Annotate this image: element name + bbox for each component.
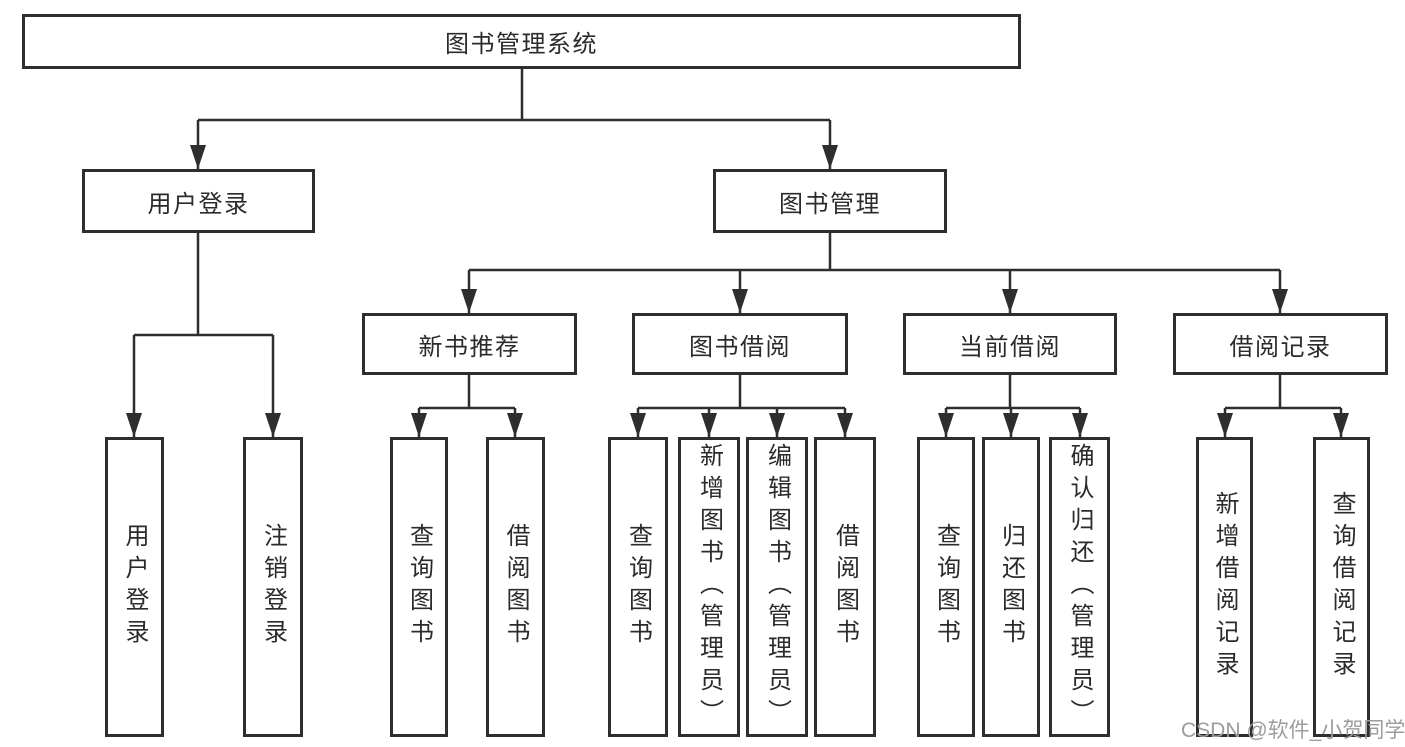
connector-book-borrowing-to-leaves <box>636 375 847 437</box>
node-new-book-recommend: 新书推荐 <box>362 313 577 375</box>
leaf-query-books-borrowing-label: 查询图书 <box>624 523 652 651</box>
node-borrowing-records-label: 借阅记录 <box>1229 333 1332 361</box>
leaf-query-borrow-record-label: 查询借阅记录 <box>1328 491 1355 683</box>
leaf-logout: 注销登录 <box>243 437 303 737</box>
leaf-query-books-current: 查询图书 <box>917 437 975 737</box>
leaf-add-borrow-record: 新增借阅记录 <box>1196 437 1253 737</box>
leaf-return-books-label: 归还图书 <box>997 523 1025 651</box>
leaf-add-books-admin: 新增图书（管理员） <box>678 437 740 737</box>
node-user-login: 用户登录 <box>82 169 315 233</box>
leaf-edit-books-admin-label: 编辑图书（管理员） <box>763 443 791 731</box>
node-root-label: 图书管理系统 <box>445 31 598 58</box>
leaf-user-login: 用户登录 <box>105 437 164 737</box>
leaf-borrow-books-label: 借阅图书 <box>831 523 859 651</box>
node-book-management: 图书管理 <box>713 169 947 233</box>
leaf-add-borrow-record-label: 新增借阅记录 <box>1211 491 1238 683</box>
leaf-query-books-recommend-label: 查询图书 <box>405 523 433 651</box>
leaf-confirm-return-admin: 确认归还（管理员） <box>1049 437 1110 737</box>
node-new-book-recommend-label: 新书推荐 <box>418 333 521 361</box>
leaf-return-books: 归还图书 <box>982 437 1040 737</box>
leaf-edit-books-admin: 编辑图书（管理员） <box>746 437 808 737</box>
node-book-management-label: 图书管理 <box>779 190 881 218</box>
leaf-query-books-borrowing: 查询图书 <box>608 437 668 737</box>
leaf-query-borrow-record: 查询借阅记录 <box>1313 437 1370 737</box>
node-borrowing-records: 借阅记录 <box>1173 313 1388 375</box>
leaf-user-login-label: 用户登录 <box>121 523 148 651</box>
connector-borrowing-records-to-leaves <box>1223 375 1343 437</box>
leaf-borrow-books-recommend-label: 借阅图书 <box>502 523 529 651</box>
arrowheads <box>126 145 1349 437</box>
node-current-borrowing-label: 当前借阅 <box>959 333 1061 361</box>
leaf-query-books-current-label: 查询图书 <box>932 523 960 651</box>
leaf-add-books-admin-label: 新增图书（管理员） <box>695 443 723 731</box>
connector-user-login-to-leaves <box>132 233 275 437</box>
connector-root-to-level2 <box>196 69 832 169</box>
node-book-borrowing: 图书借阅 <box>632 313 848 375</box>
watermark-text: CSDN @软件_小贺同学 <box>1181 719 1405 742</box>
connector-new-book-recommend-to-leaves <box>417 375 517 437</box>
node-root: 图书管理系统 <box>22 14 1021 69</box>
leaf-borrow-books: 借阅图书 <box>814 437 876 737</box>
node-user-login-label: 用户登录 <box>147 190 250 218</box>
node-current-borrowing: 当前借阅 <box>903 313 1117 375</box>
leaf-logout-label: 注销登录 <box>259 523 287 651</box>
leaf-borrow-books-recommend: 借阅图书 <box>486 437 545 737</box>
leaf-query-books-recommend: 查询图书 <box>390 437 448 737</box>
connector-book-management-to-level3 <box>467 233 1282 313</box>
leaf-confirm-return-admin-label: 确认归还（管理员） <box>1066 443 1093 731</box>
node-book-borrowing-label: 图书借阅 <box>689 333 791 361</box>
